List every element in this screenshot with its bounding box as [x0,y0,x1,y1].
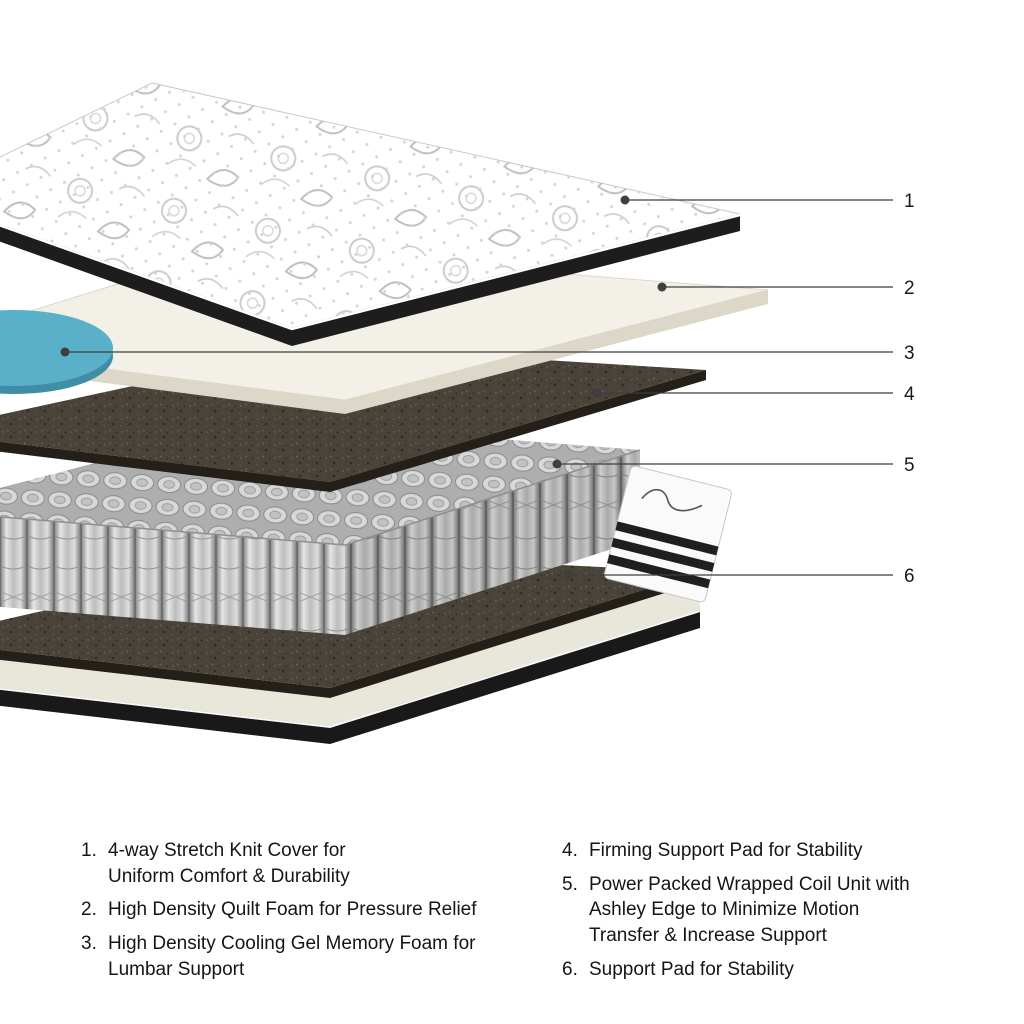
cover-piping [0,213,741,331]
callout-lines [65,199,893,576]
base-edge-piping [0,610,701,729]
callout-dot-1 [620,195,630,205]
legend-item-number: 5. [562,873,578,895]
coil-right-face-shade [345,450,640,635]
cover-side-binding [0,214,740,346]
legend-item-text: Firming Support Pad for Stability [589,840,863,861]
callout-dot-5 [552,459,562,469]
callout-number-2: 2 [904,278,915,299]
legend-item-number: 2. [81,899,97,921]
legend-item-number: 1. [81,840,97,861]
base-white-side [0,582,700,726]
layer-1-knit-cover [0,82,741,346]
legend-item-text: 4-way Stretch Knit Cover for Uniform Com… [108,840,350,887]
callout-dot-3 [60,347,70,357]
base-black-edge [0,610,700,744]
legend-item-text: Support Pad for Stability [589,958,794,980]
layer-3-gel-foam [0,310,113,394]
coil-right-face [345,450,640,635]
mattress-exploded-diagram: 1 2 3 4 5 6 [0,82,915,744]
brand-tag [604,465,732,603]
callout-number-4: 4 [904,384,915,405]
legend-item-6: 6. Support Pad for Stability [562,957,992,983]
legend-item-2: 2. High Density Quilt Foam for Pressure … [81,897,531,923]
callout-dot-2 [657,282,667,292]
tag-stripe [615,521,719,556]
coil-left-face [0,516,345,635]
legend-item-1: 1. 4-way Stretch Knit Cover for Uniform … [81,838,531,889]
legend-item-number: 3. [81,932,97,954]
callout-number-3: 3 [904,343,915,364]
layer-5-coil-unit [0,420,641,635]
callout-number-1: 1 [904,191,915,212]
legend-item-text: High Density Quilt Foam for Pressure Rel… [108,899,477,921]
callout-dot-4 [592,388,602,398]
legend-item-number: 4. [562,840,578,861]
legend-column-right: 4. Firming Support Pad for Stability 5. … [562,838,992,990]
callout-dot-6 [563,570,573,580]
legend-item-text: High Density Cooling Gel Memory Foam for… [108,932,476,980]
callout-number-5: 5 [904,455,915,476]
foam-side [0,290,768,414]
gel-top-surface [0,310,113,386]
legend-item-text: Power Packed Wrapped Coil Unit with Ashl… [589,873,910,946]
callout-dots [60,195,667,580]
tag-stripe [607,554,711,589]
cover-dimple-pattern [0,83,740,328]
legend-item-3: 3. High Density Cooling Gel Memory Foam … [81,931,531,982]
callout-number-6: 6 [904,566,915,587]
tag-script-mark [641,489,703,512]
coil-top-edge [0,449,641,546]
tag-stripe [611,537,715,572]
legend-item-4: 4. Firming Support Pad for Stability [562,838,992,864]
callout-numbers: 1 2 3 4 5 6 [904,191,915,587]
legend-item-5: 5. Power Packed Wrapped Coil Unit with A… [562,872,992,949]
legend-column-left: 1. 4-way Stretch Knit Cover for Uniform … [81,838,531,990]
legend-item-number: 6. [562,958,578,980]
